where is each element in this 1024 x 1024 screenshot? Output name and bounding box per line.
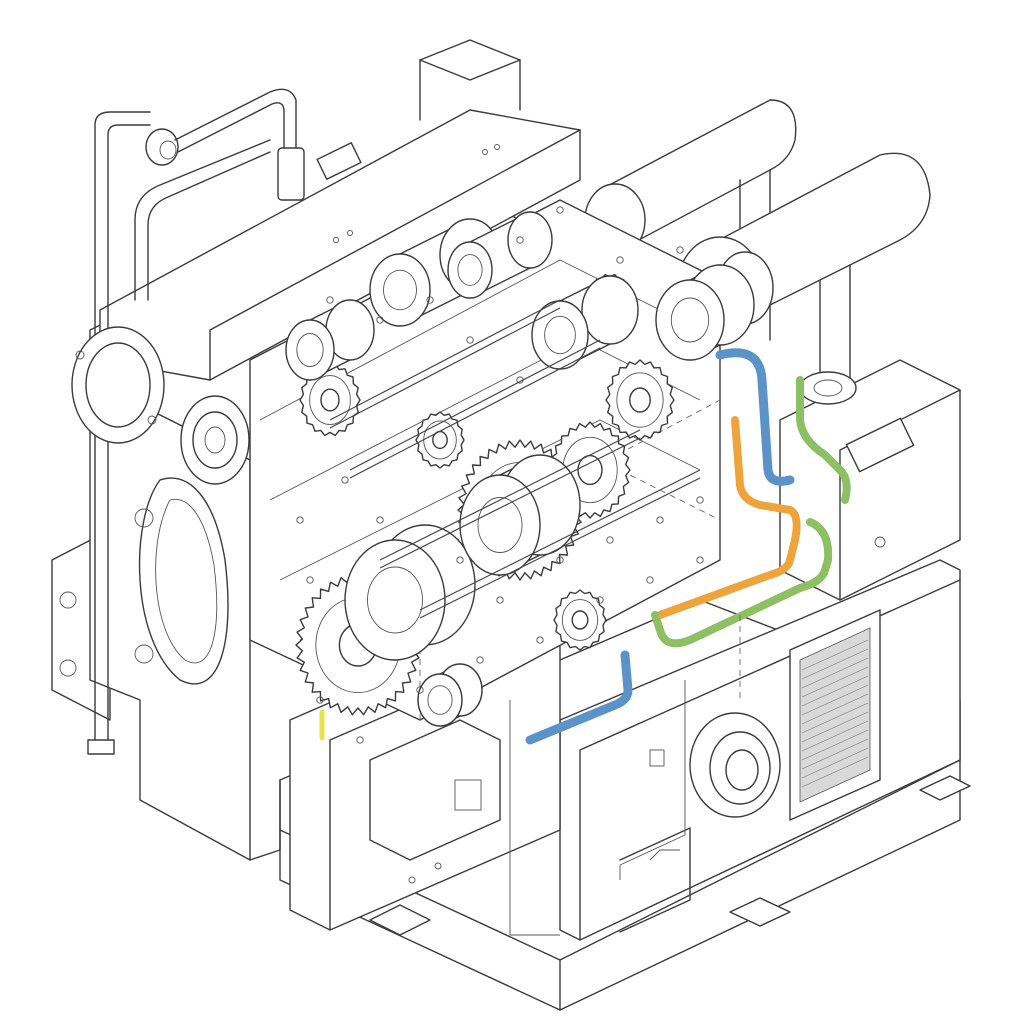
shaft-3 bbox=[419, 469, 701, 611]
gear-small-mid bbox=[415, 411, 465, 469]
bolt-16 bbox=[646, 576, 654, 584]
shaft-edge-0 bbox=[329, 307, 561, 429]
bolt-5 bbox=[496, 596, 504, 604]
bolt-17 bbox=[696, 556, 704, 564]
shaft-0 bbox=[329, 299, 561, 421]
bolt-21 bbox=[516, 236, 524, 244]
bolt-6 bbox=[556, 556, 564, 564]
bearing-cap-left bbox=[180, 395, 250, 485]
drum-lower-small bbox=[417, 663, 483, 727]
bolt-23 bbox=[616, 256, 624, 264]
bolt-22 bbox=[556, 206, 564, 214]
bolt-2 bbox=[341, 476, 349, 484]
drum-left bbox=[285, 299, 375, 381]
fasteners bbox=[296, 206, 704, 744]
bolt-18 bbox=[326, 296, 334, 304]
drum-center bbox=[459, 454, 581, 576]
bolt-25 bbox=[466, 336, 474, 344]
shaft-edge-1 bbox=[349, 347, 601, 479]
bolt-8 bbox=[656, 516, 664, 524]
coolant-pipe-orange bbox=[656, 416, 801, 619]
drum-right bbox=[655, 264, 755, 361]
wiring bbox=[509, 615, 741, 936]
bolt-7 bbox=[606, 536, 614, 544]
vent-grille bbox=[799, 627, 871, 803]
gear-small-lower bbox=[553, 589, 607, 651]
bolt-4 bbox=[456, 556, 464, 564]
motor-units bbox=[285, 211, 755, 727]
bolt-13 bbox=[476, 656, 484, 664]
bolt-15 bbox=[596, 596, 604, 604]
bolt-20 bbox=[426, 296, 434, 304]
bolt-1 bbox=[306, 576, 314, 584]
bolt-11 bbox=[356, 736, 364, 744]
coolant-pipe-green bbox=[651, 376, 851, 648]
bolt-10 bbox=[316, 696, 324, 704]
gear-upper-left bbox=[299, 363, 361, 437]
bolt-3 bbox=[376, 516, 384, 524]
bolt-9 bbox=[696, 496, 704, 504]
bolt-24 bbox=[676, 246, 684, 254]
coolant-pipe-blue bbox=[525, 348, 795, 745]
drum-motor-front bbox=[344, 524, 476, 661]
shaft-edge-2 bbox=[379, 437, 641, 569]
gear-upper-right bbox=[605, 359, 675, 441]
shaft-1 bbox=[349, 339, 601, 471]
left-side-opening bbox=[138, 477, 229, 685]
bolt-0 bbox=[296, 516, 304, 524]
bolt-12 bbox=[416, 686, 424, 694]
right-cabinet bbox=[559, 559, 961, 941]
bolt-19 bbox=[376, 316, 384, 324]
motor-flange-round bbox=[689, 712, 781, 818]
shaft-edge-3 bbox=[419, 477, 701, 619]
drum-upper-small bbox=[447, 211, 553, 299]
shaft-2 bbox=[379, 429, 641, 561]
upper-housing bbox=[99, 39, 581, 381]
bolt-14 bbox=[536, 636, 544, 644]
front-flange-left bbox=[71, 326, 165, 444]
pipe-valve-top-left bbox=[145, 128, 179, 166]
drum-mid-right bbox=[531, 275, 639, 370]
top-pipework bbox=[87, 88, 305, 755]
